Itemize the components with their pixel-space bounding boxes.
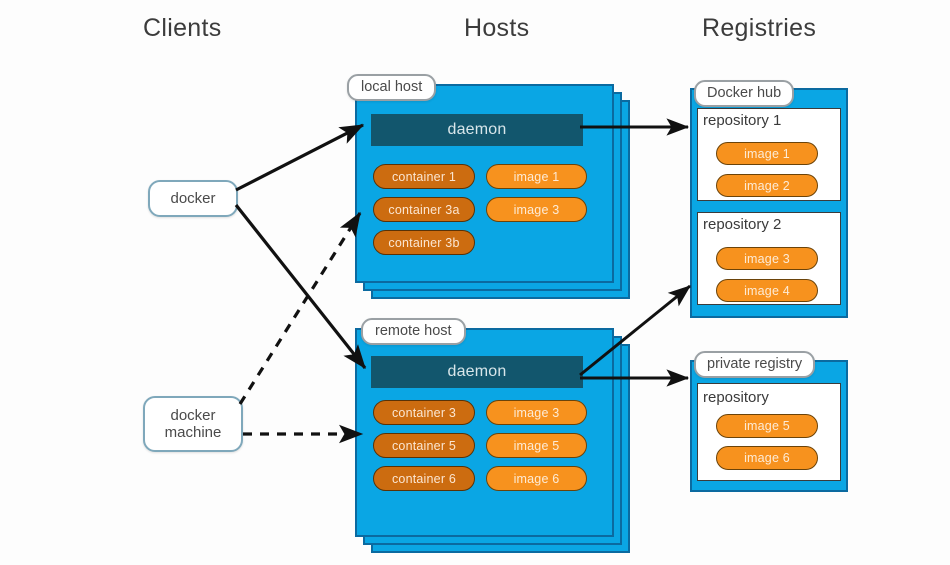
image-pill[interactable]: image 5	[486, 433, 587, 458]
host-label-local-host: local host	[347, 74, 437, 101]
host-local-host[interactable]: local host daemon container 1 container …	[347, 74, 630, 299]
column-heading-registries: Registries	[702, 14, 817, 42]
image-pill[interactable]: image 1	[716, 142, 818, 165]
image-pill[interactable]: image 3	[486, 400, 587, 425]
container-pill[interactable]: container 1	[373, 164, 475, 189]
container-pill[interactable]: container 5	[373, 433, 475, 458]
registry-label-private-registry: private registry	[694, 351, 816, 378]
repository-title: repository 1	[703, 112, 782, 129]
image-pill[interactable]: image 6	[486, 466, 587, 491]
client-docker-machine-label-line2: machine	[164, 424, 222, 441]
column-heading-clients: Clients	[143, 14, 222, 42]
image-pill[interactable]: image 3	[486, 197, 587, 222]
client-docker-machine[interactable]: docker machine	[143, 396, 243, 452]
repository-title: repository	[703, 389, 769, 406]
daemon-remote-host[interactable]: daemon	[371, 356, 583, 388]
client-docker[interactable]: docker	[148, 180, 238, 217]
column-heading-hosts: Hosts	[464, 14, 530, 42]
arrow-docker-to-remote-daemon	[234, 204, 367, 370]
image-pill[interactable]: image 4	[716, 279, 818, 302]
image-pill[interactable]: image 1	[486, 164, 587, 189]
client-docker-machine-label-line1: docker	[170, 406, 216, 424]
image-pill[interactable]: image 3	[716, 247, 818, 270]
registry-label-docker-hub: Docker hub	[694, 80, 795, 107]
arrow-docker-to-local-daemon	[235, 123, 365, 192]
image-pill[interactable]: image 5	[716, 414, 818, 438]
daemon-local-host[interactable]: daemon	[371, 114, 583, 146]
container-pill[interactable]: container 3a	[373, 197, 475, 222]
client-docker-label: docker	[170, 189, 216, 207]
image-pill[interactable]: image 6	[716, 446, 818, 470]
repository-title: repository 2	[703, 216, 782, 233]
host-remote-host[interactable]: remote host daemon container 3 container…	[355, 318, 640, 553]
arrow-docker-machine-to-local-host	[238, 211, 362, 405]
host-label-remote-host: remote host	[361, 318, 466, 345]
container-pill[interactable]: container 6	[373, 466, 475, 491]
image-pill[interactable]: image 2	[716, 174, 818, 197]
container-pill[interactable]: container 3b	[373, 230, 475, 255]
container-pill[interactable]: container 3	[373, 400, 475, 425]
